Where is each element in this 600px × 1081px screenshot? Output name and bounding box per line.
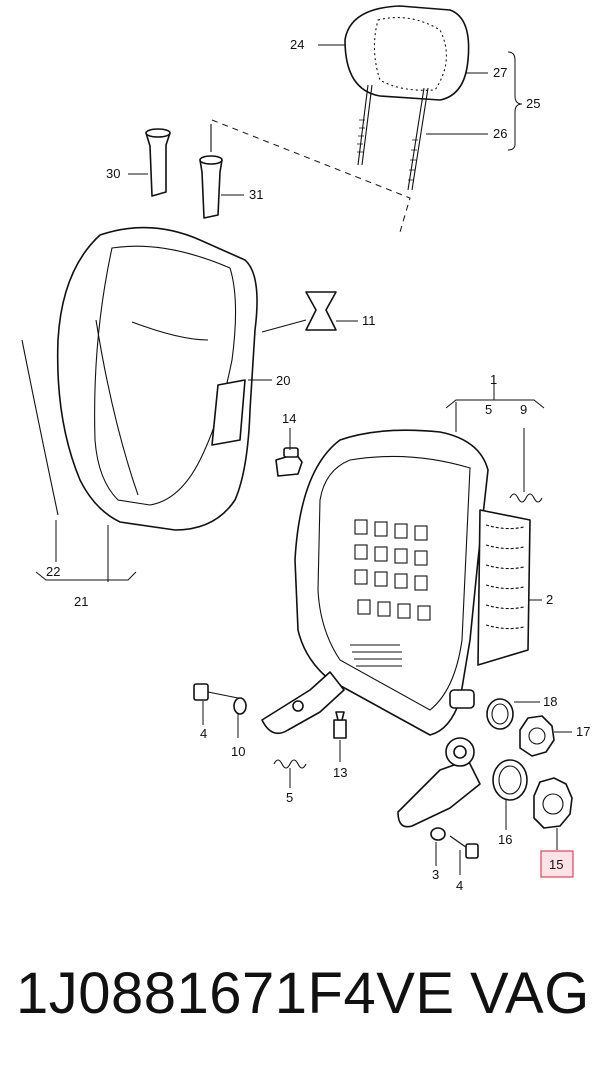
clip-14 bbox=[275, 447, 303, 477]
backrest-cover bbox=[21, 226, 258, 531]
hinge-bracket-left bbox=[261, 671, 345, 735]
callout-16: 16 bbox=[498, 832, 512, 847]
callout-22: 22 bbox=[46, 564, 60, 579]
callout-11: 11 bbox=[362, 313, 376, 328]
callout-3: 3 bbox=[432, 867, 439, 882]
callout-10: 10 bbox=[231, 744, 245, 759]
callout-24: 24 bbox=[290, 37, 304, 52]
callout-9: 9 bbox=[520, 402, 527, 417]
callout-15: 15 bbox=[549, 857, 563, 872]
callout-13: 13 bbox=[333, 765, 347, 780]
exploded-parts-diagram: 24 27 25 26 30 31 11 20 14 1 5 9 2 22 21… bbox=[21, 5, 590, 893]
headrest-guide-31 bbox=[199, 124, 223, 219]
callout-25: 25 bbox=[526, 96, 540, 111]
callout-31: 31 bbox=[249, 187, 263, 202]
ring-16 bbox=[492, 759, 528, 801]
callout-4-right: 4 bbox=[456, 878, 463, 893]
ring-18 bbox=[486, 698, 514, 730]
callout-18: 18 bbox=[543, 694, 557, 709]
caption: 1J0881671F4VE VAG bbox=[0, 960, 600, 1040]
callout-20: 20 bbox=[276, 373, 290, 388]
callout-2: 2 bbox=[546, 592, 553, 607]
spring-5 bbox=[273, 759, 307, 769]
gear-17 bbox=[519, 715, 555, 757]
spring-9 bbox=[509, 493, 543, 503]
knob-15 bbox=[533, 777, 573, 829]
callout-5-lower: 5 bbox=[286, 790, 293, 805]
callout-labels: 24 27 25 26 30 31 11 20 14 1 5 9 2 22 21… bbox=[46, 37, 590, 893]
callout-1: 1 bbox=[490, 372, 497, 387]
callout-26: 26 bbox=[493, 126, 507, 141]
headrest bbox=[344, 5, 470, 191]
brand-name: VAG bbox=[470, 961, 590, 1026]
part-number: 1J0881671F4VE bbox=[16, 961, 455, 1026]
callout-15-highlight bbox=[540, 850, 574, 878]
callout-17: 17 bbox=[576, 724, 590, 739]
callout-5-upper: 5 bbox=[485, 402, 492, 417]
bolt-4-left bbox=[193, 683, 239, 701]
washer-10 bbox=[233, 697, 247, 715]
washer-3 bbox=[430, 827, 446, 841]
callout-4-left: 4 bbox=[200, 726, 207, 741]
headrest-guide-30 bbox=[145, 128, 171, 197]
lumbar-pad-2 bbox=[477, 509, 531, 666]
pin-13 bbox=[333, 711, 347, 739]
recliner-mechanism bbox=[397, 689, 481, 828]
bolt-4-right bbox=[449, 835, 479, 859]
callout-27: 27 bbox=[493, 65, 507, 80]
callout-14: 14 bbox=[282, 411, 296, 426]
callout-30: 30 bbox=[106, 166, 120, 181]
clip-11 bbox=[305, 291, 337, 331]
callout-21: 21 bbox=[74, 594, 88, 609]
seat-back-frame bbox=[294, 429, 489, 736]
